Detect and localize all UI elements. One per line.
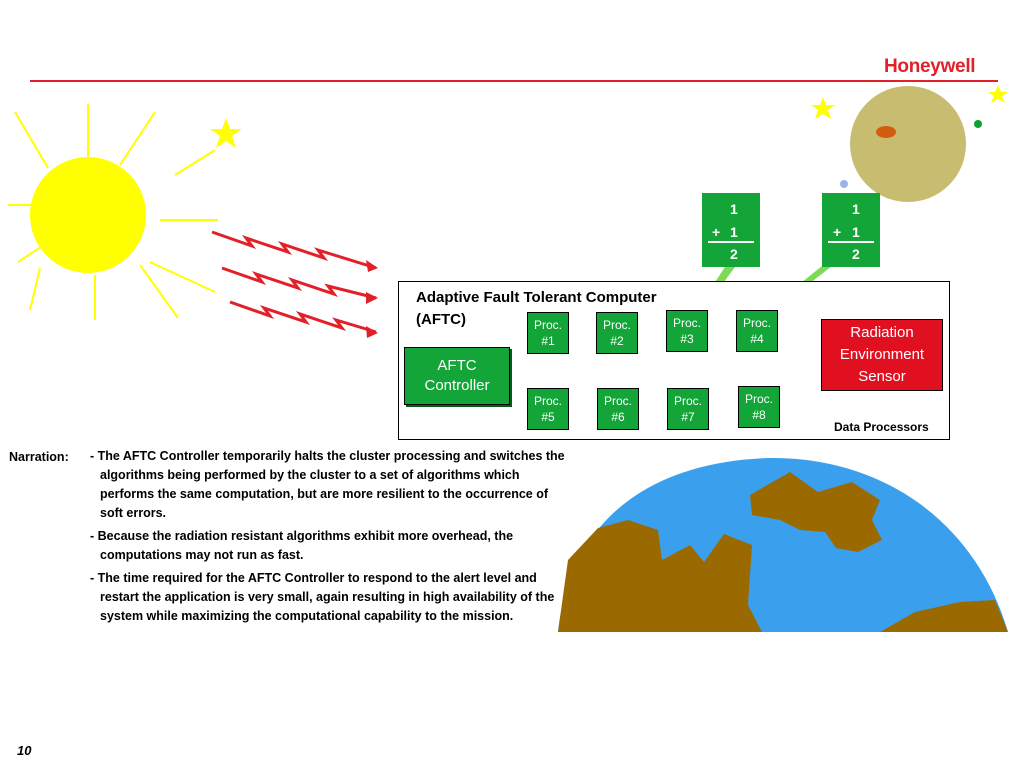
sensor-label-line3: Sensor: [858, 368, 906, 385]
sum-result: 2: [852, 246, 860, 262]
dot-blue: [840, 180, 848, 188]
processor-number: #4: [750, 332, 764, 346]
sum-divider: [828, 241, 874, 243]
processor-label: Proc.: [672, 316, 701, 330]
sum-operand-top: 1: [852, 201, 860, 217]
processor-box-8: Proc. #8: [738, 386, 780, 428]
controller-label-line2: Controller: [424, 377, 490, 394]
processor-box-4: Proc. #4: [736, 310, 778, 352]
radiation-sensor-box: Radiation Environment Sensor: [821, 319, 943, 391]
sun-disc: [30, 157, 146, 273]
processor-box-6: Proc. #6: [597, 388, 639, 430]
processor-label: Proc.: [602, 318, 631, 332]
aftc-controller-box: AFTC Controller: [404, 347, 510, 405]
star-icon: [210, 118, 242, 148]
processor-label: Proc.: [744, 392, 773, 406]
sensor-label-line2: Environment: [839, 346, 925, 363]
sum-operand-mid: 1: [852, 224, 860, 240]
processor-label: Proc.: [742, 316, 771, 330]
moon-spot: [876, 126, 896, 138]
processor-number: #8: [752, 408, 766, 422]
star-icon: [988, 85, 1008, 103]
star-icon: [811, 97, 835, 119]
processor-label: Proc.: [533, 394, 562, 408]
sum-operand-mid: 1: [730, 224, 738, 240]
land-mass: [880, 600, 1008, 632]
honeywell-logo: Honeywell: [884, 56, 976, 77]
sun-icon: [8, 104, 218, 320]
narration-paragraph-1: - The AFTC Controller temporarily halts …: [90, 449, 565, 520]
processor-label: Proc.: [533, 318, 562, 332]
narration-paragraph-2: - Because the radiation resistant algori…: [90, 529, 514, 562]
sum-divider: [708, 241, 754, 243]
sum-operand-top: 1: [730, 201, 738, 217]
sensor-label-line1: Radiation: [850, 324, 914, 341]
radiation-bolts-icon: [211, 230, 377, 334]
narration-paragraph-3: - The time required for the AFTC Control…: [90, 571, 555, 623]
sum-plus-sign: +: [833, 224, 842, 240]
processor-number: #5: [541, 410, 555, 424]
processor-number: #6: [611, 410, 625, 424]
sum-result: 2: [730, 246, 738, 262]
processor-box-3: Proc. #3: [666, 310, 708, 352]
processor-number: #1: [541, 334, 555, 348]
header-rule: [30, 80, 998, 82]
processor-box-7: Proc. #7: [667, 388, 709, 430]
sum-callout-1: 1 + 1 2: [702, 193, 760, 267]
processor-number: #7: [681, 410, 695, 424]
land-mass: [558, 520, 762, 632]
sum-callout-2: 1 + 1 2: [822, 193, 880, 267]
aftc-title-line1: Adaptive Fault Tolerant Computer: [416, 289, 657, 306]
page-number: 10: [17, 743, 32, 758]
processor-box-5: Proc. #5: [527, 388, 569, 430]
dot-green: [974, 120, 982, 128]
processor-number: #2: [610, 334, 624, 348]
processor-box-1: Proc. #1: [527, 312, 569, 354]
processor-label: Proc.: [603, 394, 632, 408]
aftc-title: Adaptive Fault Tolerant Computer (AFTC): [416, 287, 657, 331]
processor-label: Proc.: [673, 394, 702, 408]
land-mass: [750, 472, 882, 552]
narration-heading: Narration:: [9, 450, 69, 464]
processor-number: #3: [680, 332, 694, 346]
controller-label-line1: AFTC: [437, 357, 477, 374]
sum-plus-sign: +: [712, 224, 721, 240]
processor-box-2: Proc. #2: [596, 312, 638, 354]
aftc-title-line2: (AFTC): [416, 311, 466, 328]
moon-icon: [850, 86, 966, 202]
data-processors-label: Data Processors: [834, 420, 929, 434]
